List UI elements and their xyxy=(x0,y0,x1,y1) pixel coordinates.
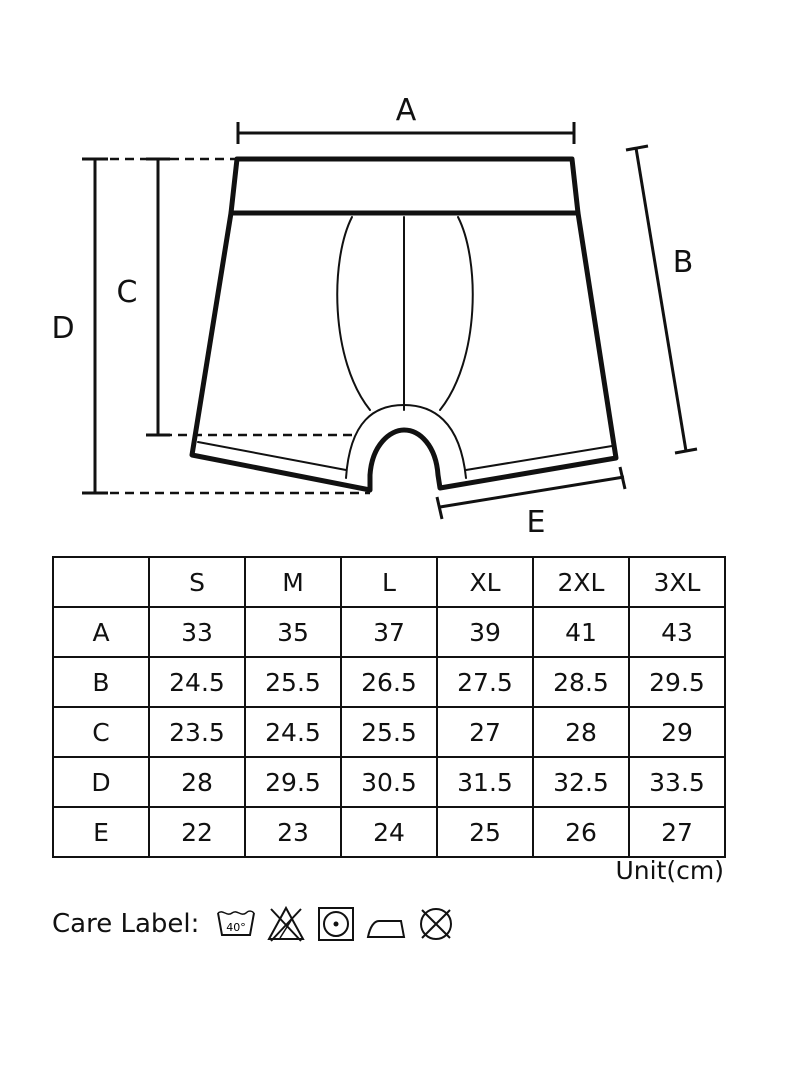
table-cell: 27 xyxy=(628,806,726,858)
table-cell: 28 xyxy=(148,756,246,808)
table-cell: 31.5 xyxy=(436,756,534,808)
table-cell: 25 xyxy=(436,806,534,858)
table-row: A 33 35 37 39 41 43 xyxy=(52,606,726,658)
table-cell: 26.5 xyxy=(340,656,438,708)
table-row: E 22 23 24 25 26 27 xyxy=(52,806,726,858)
table-cell: 37 xyxy=(340,606,438,658)
table-cell: 30.5 xyxy=(340,756,438,808)
table-cell: 23.5 xyxy=(148,706,246,758)
table-cell: 43 xyxy=(628,606,726,658)
table-cell: 32.5 xyxy=(532,756,630,808)
size-header: L xyxy=(340,556,438,608)
front-pouch xyxy=(439,216,474,411)
dimension-a-label: A xyxy=(396,93,417,128)
table-cell: 23 xyxy=(244,806,342,858)
table-cell: 39 xyxy=(436,606,534,658)
tumble-dry-icon xyxy=(318,907,355,941)
table-cell: 33 xyxy=(148,606,246,658)
table-corner-cell xyxy=(52,556,150,608)
size-header: XL xyxy=(436,556,534,608)
leg-hem xyxy=(197,441,347,471)
measurement-label: A xyxy=(52,606,150,658)
size-chart-table: S M L XL 2XL 3XL A 33 35 37 39 41 43 B 2… xyxy=(52,556,726,858)
table-cell: 26 xyxy=(532,806,630,858)
table-cell: 28 xyxy=(532,706,630,758)
table-cell: 27 xyxy=(436,706,534,758)
table-cell: 41 xyxy=(532,606,630,658)
table-cell: 25.5 xyxy=(340,706,438,758)
wash-temp-label: 40° xyxy=(227,921,247,934)
dimension-e-label: E xyxy=(527,505,546,540)
boxer-size-diagram: A B C D E xyxy=(51,93,698,540)
table-cell: 24.5 xyxy=(148,656,246,708)
table-cell: 29.5 xyxy=(244,756,342,808)
measurement-label: E xyxy=(52,806,150,858)
table-cell: 24 xyxy=(340,806,438,858)
waistband xyxy=(228,156,581,216)
table-row: D 28 29.5 30.5 31.5 32.5 33.5 xyxy=(52,756,726,808)
crotch-gusset xyxy=(345,404,467,479)
measurement-label: D xyxy=(52,756,150,808)
leg-hem xyxy=(465,445,613,471)
dashed-guides xyxy=(95,157,370,495)
size-header: 3XL xyxy=(628,556,726,608)
care-label-title: Care Label: xyxy=(52,909,200,939)
size-header: M xyxy=(244,556,342,608)
table-cell: 24.5 xyxy=(244,706,342,758)
table-cell: 29.5 xyxy=(628,656,726,708)
size-header: S xyxy=(148,556,246,608)
table-cell: 25.5 xyxy=(244,656,342,708)
dimension-b-label: B xyxy=(673,245,694,280)
measurement-label: B xyxy=(52,656,150,708)
table-cell: 35 xyxy=(244,606,342,658)
care-label-row: Care Label: 40° xyxy=(52,900,465,948)
wash-40-icon: 40° xyxy=(217,910,256,936)
table-row: C 23.5 24.5 25.5 27 28 29 xyxy=(52,706,726,758)
garment-outline xyxy=(189,156,619,493)
table-cell: 27.5 xyxy=(436,656,534,708)
table-cell: 28.5 xyxy=(532,656,630,708)
no-dry-clean-icon xyxy=(420,908,453,940)
iron-icon xyxy=(367,920,406,938)
unit-note: Unit(cm) xyxy=(615,856,725,885)
table-cell: 22 xyxy=(148,806,246,858)
size-header: 2XL xyxy=(532,556,630,608)
table-cell: 33.5 xyxy=(628,756,726,808)
dimension-e-line xyxy=(439,475,625,509)
table-header-row: S M L XL 2XL 3XL xyxy=(52,556,726,608)
table-cell: 29 xyxy=(628,706,726,758)
table-row: B 24.5 25.5 26.5 27.5 28.5 29.5 xyxy=(52,656,726,708)
dimension-d-label: D xyxy=(51,311,74,346)
front-pouch xyxy=(336,216,371,411)
dimension-b-line xyxy=(634,147,688,452)
body-outline xyxy=(189,210,619,493)
measurement-label: C xyxy=(52,706,150,758)
dimension-c-label: C xyxy=(117,275,138,310)
no-bleach-icon xyxy=(267,905,306,942)
